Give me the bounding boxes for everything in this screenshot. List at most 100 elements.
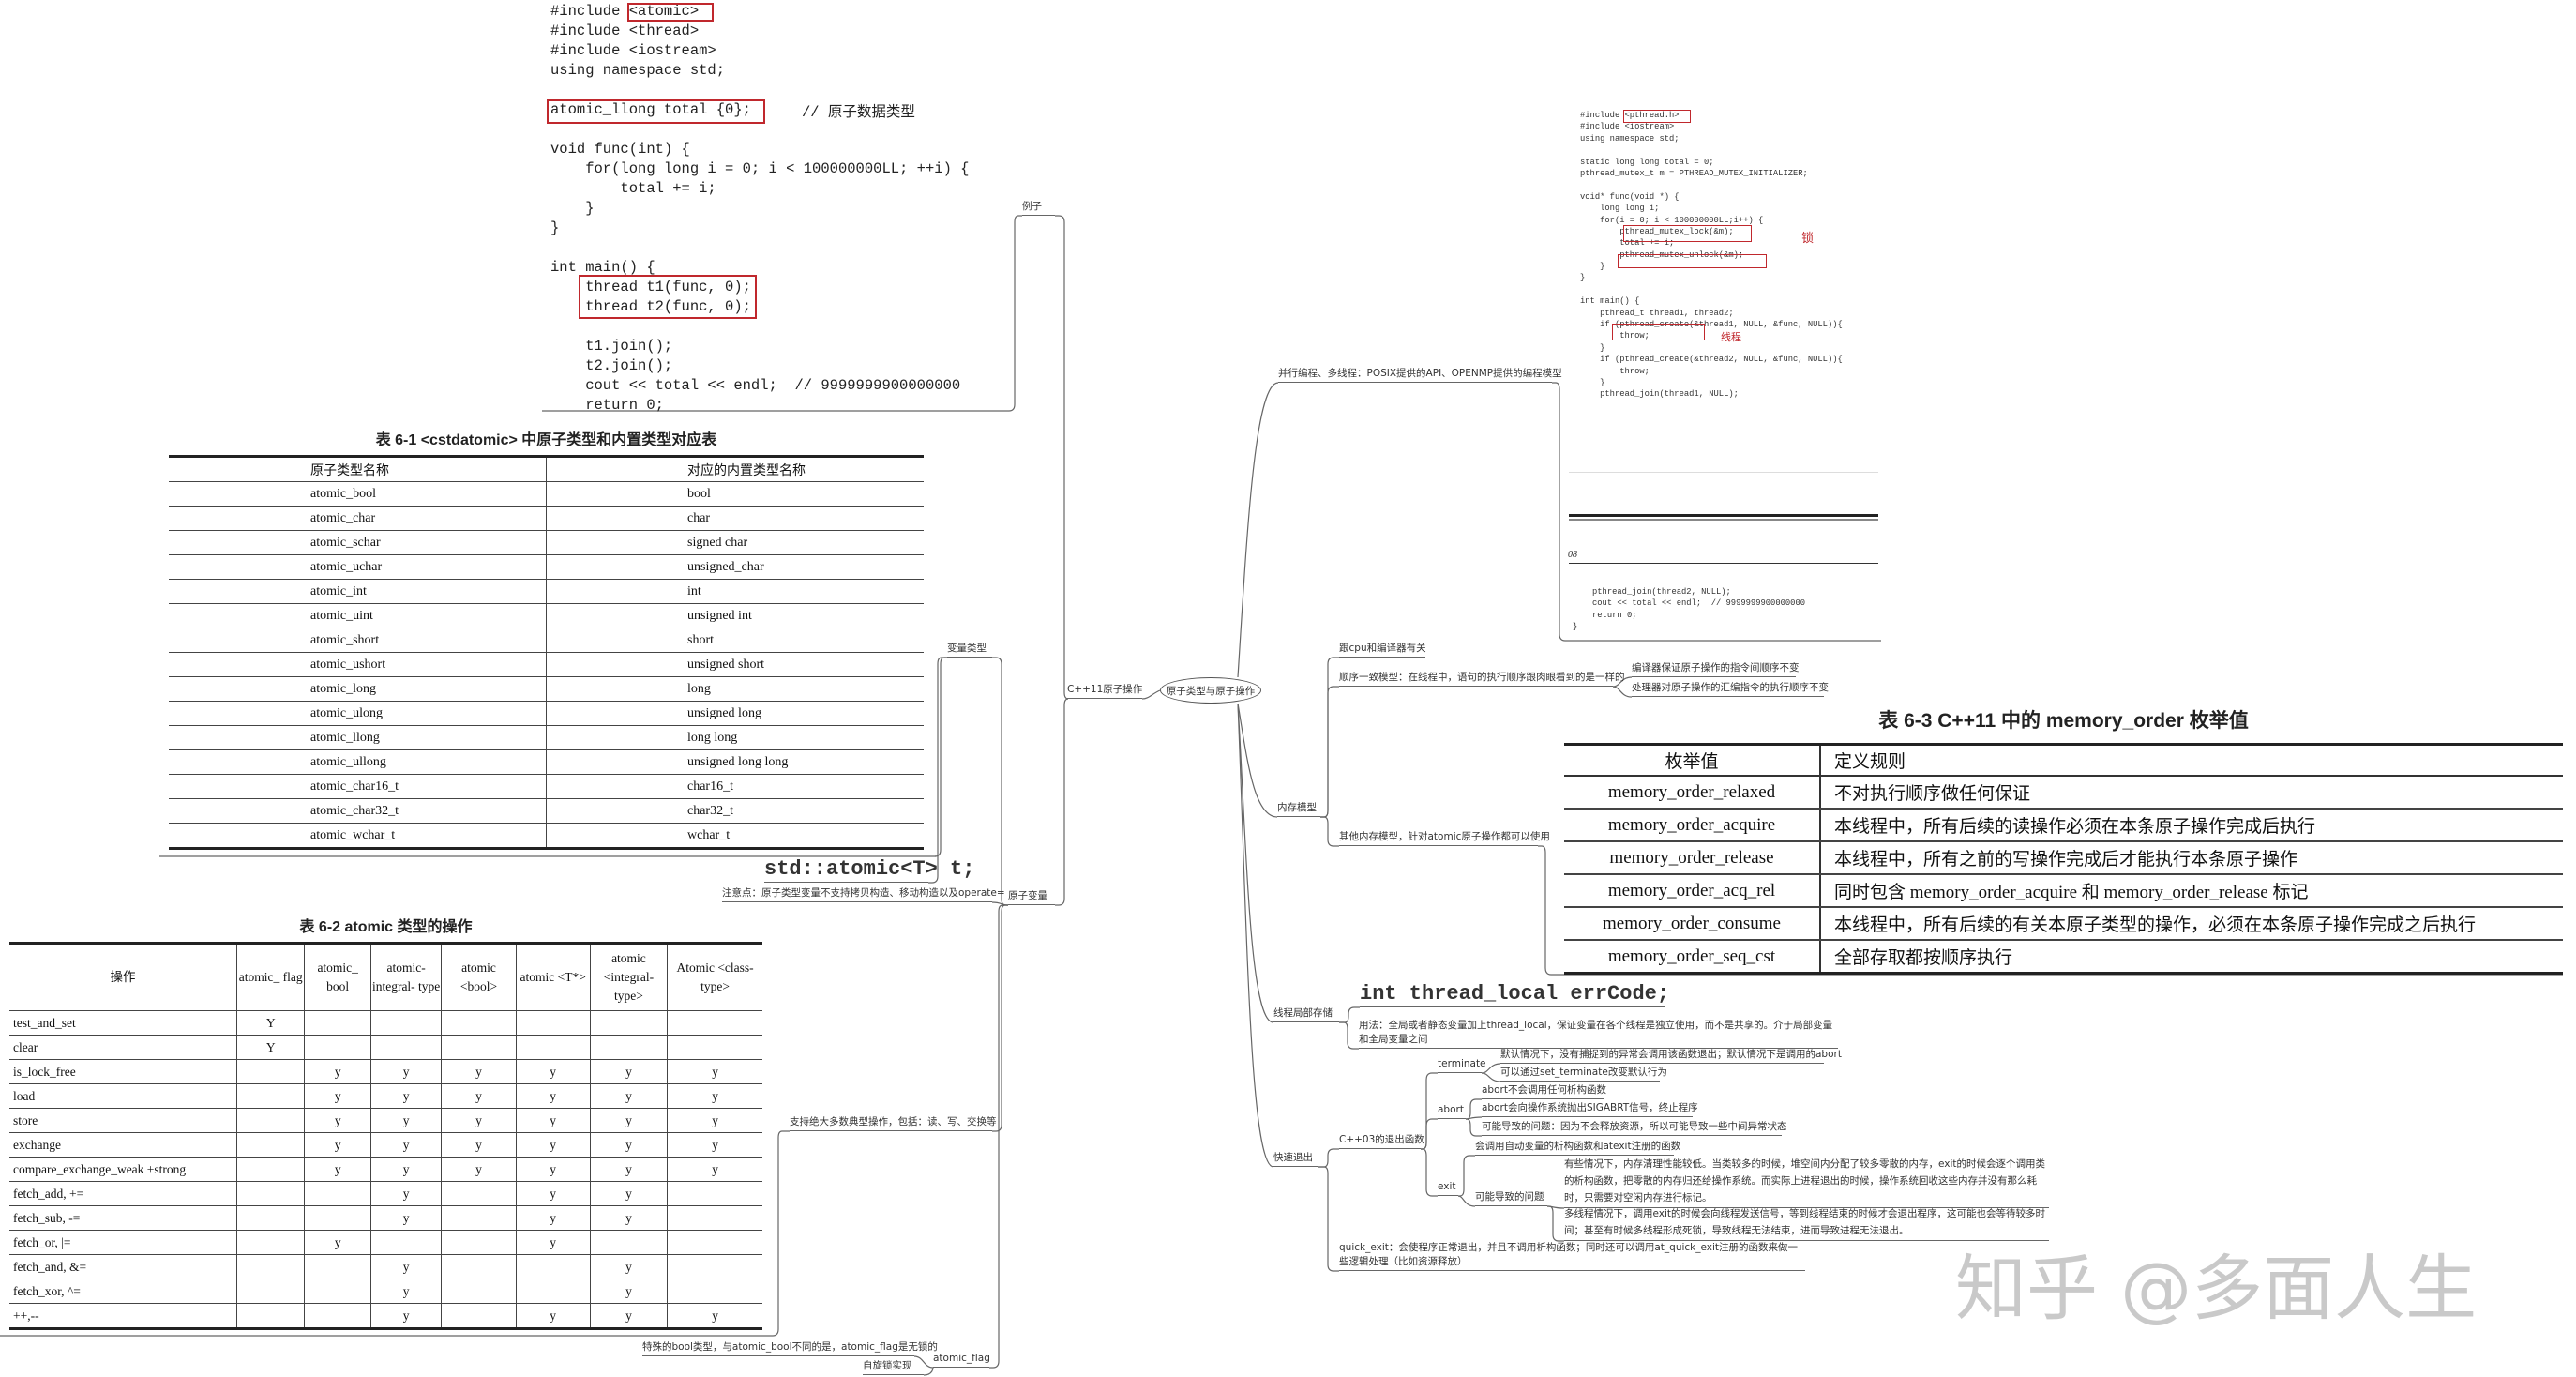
code-line (1580, 179, 1843, 190)
column-header: 操作 (9, 943, 238, 1011)
highlight-box-mutex-lock (1623, 225, 1752, 242)
table-cell (441, 1205, 517, 1231)
table-cell: y (304, 1157, 371, 1182)
table2-caption: 表 6-2 atomic 类型的操作 (299, 919, 473, 935)
table-cell: store (9, 1108, 238, 1133)
highlight-box-include-atomic (627, 3, 714, 22)
code-line: } (1580, 262, 1605, 272)
table-cell: short (546, 628, 924, 653)
table-cell (667, 1205, 762, 1231)
table-cell: char32_t (546, 798, 924, 824)
table-cell: y (590, 1132, 669, 1158)
mindmap-node-abort: abort (1438, 1102, 1466, 1119)
connector-line (1552, 382, 1566, 642)
table-cell: y (370, 1181, 443, 1206)
table-cell: atomic_uchar (169, 554, 547, 580)
table-cell (236, 1205, 306, 1231)
table-cell: atomic_bool (169, 481, 547, 507)
code-line: long long i; (1580, 204, 1660, 214)
mindmap-node-ex: 例子 (1022, 199, 1055, 216)
column-header: atomic <integral- type> (590, 943, 669, 1011)
connector-line (992, 904, 1008, 1132)
connector-line (1458, 1155, 1475, 1197)
code-line: for(i = 0; i < 100000000LL;i++) { (1580, 215, 1764, 225)
table-cell: atomic_wchar_t (169, 823, 547, 849)
table1-caption: 表 6-1 <cstdatomic> 中原子类型和内置类型对应表 (375, 432, 717, 448)
table-cell: bool (546, 481, 924, 507)
table-cell: 本线程中，所有后续的读操作必须在本条原子操作完成后执行 (1820, 809, 2563, 842)
table-cell: y (370, 1254, 443, 1279)
table-cell: y (370, 1279, 443, 1304)
connector-line (1457, 1195, 1476, 1207)
table-cell (236, 1132, 306, 1158)
connector-line (989, 904, 1008, 1369)
table-cell: y (667, 1059, 762, 1084)
table-cell: 不对执行顺序做任何保证 (1820, 776, 2563, 810)
column-header: 原子类型名称 (169, 456, 547, 482)
connector-line (1237, 703, 1274, 1168)
connector-line (1141, 689, 1161, 700)
code-line: pthread_join(thread2, NULL); (1592, 587, 1731, 597)
table-cell (441, 1230, 517, 1255)
connector-line (1481, 1072, 1501, 1082)
mindmap-node-vtype: 变量类型 (947, 641, 992, 658)
code-line: return 0; (1592, 610, 1637, 620)
table-cell (236, 1254, 306, 1279)
code-line: t2.join(); (550, 357, 673, 374)
connector-line (928, 657, 947, 884)
table-cell: y (516, 1083, 591, 1109)
mindmap-node-mem-other: 其他内存模型，针对atomic原子操作都可以使用 (1339, 829, 1550, 846)
code-line: #include <atomic> (550, 3, 700, 20)
table-cell: clear (9, 1035, 238, 1060)
highlight-box-mutex-unlock (1618, 254, 1767, 268)
connector-line (1421, 1118, 1438, 1150)
code-line: t1.join(); (550, 338, 673, 355)
highlight-box-threads (579, 275, 757, 319)
connector-line (992, 657, 1008, 906)
mindmap-node-t1: 默认情况下，没有捕捉到的异常会调用该函数退出；默认情况下是调用的abort (1500, 1047, 1842, 1064)
table-cell: y (667, 1132, 762, 1158)
table-cell: y (590, 1303, 669, 1329)
connector-line (1612, 686, 1633, 698)
divider-thick (1569, 514, 1878, 517)
code-line: total += i; (1580, 238, 1675, 249)
table-cell: 本线程中，所有后续的有关本原子类型的操作，必须在本条原子操作完成之后执行 (1820, 907, 2563, 941)
table-cell (236, 1108, 306, 1133)
code-line: static long long total = 0; (1580, 157, 1714, 167)
table-cell: fetch_add, += (9, 1181, 238, 1206)
table-cell: y (441, 1157, 517, 1182)
table-cell: atomic_int (169, 579, 547, 604)
mindmap-node-seq-c: 编译器保证原子操作的指令间顺序不变 (1632, 660, 1800, 677)
table-cell: y (441, 1108, 517, 1133)
code-line: int main() { (1580, 296, 1640, 307)
table-cell: y (370, 1059, 443, 1084)
connector-line (913, 1355, 934, 1369)
connector-line (1466, 1098, 1482, 1120)
code-line: void func(int) { (550, 141, 690, 158)
column-header: atomic_ flag (236, 943, 306, 1011)
table-cell: y (590, 1108, 669, 1133)
connector-line (934, 657, 947, 857)
connector-line (1237, 382, 1279, 678)
table-cell: y (441, 1132, 517, 1158)
table-cell: atomic_long (169, 676, 547, 702)
table-cell: y (667, 1303, 762, 1329)
table-cell: wchar_t (546, 823, 924, 849)
table-cell (667, 1181, 762, 1206)
mindmap-node-term: terminate (1438, 1056, 1486, 1073)
table-cell: is_lock_free (9, 1059, 238, 1084)
table-cell: fetch_and, &= (9, 1254, 238, 1279)
table-cell: fetch_or, |= (9, 1230, 238, 1255)
connector-line (1547, 1205, 1564, 1242)
table-cell: ++,-- (9, 1303, 238, 1329)
